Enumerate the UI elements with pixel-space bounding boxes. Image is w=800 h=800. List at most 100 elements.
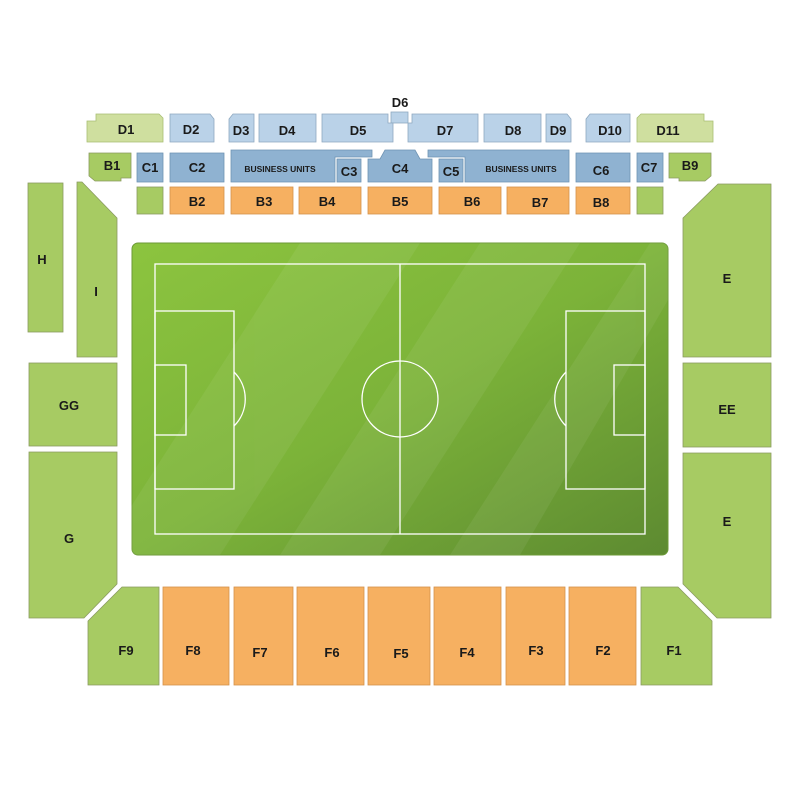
svg-text:C6: C6 [593, 163, 610, 178]
svg-text:D5: D5 [350, 123, 367, 138]
north-upper-tier: D6 D1 D2 D3 D4 D5 D7 D8 [86, 95, 714, 143]
north-lower-tier: B2 B3 B4 B5 B6 B7 B8 [136, 186, 664, 215]
section-f3[interactable]: F3 [505, 586, 566, 686]
section-f9[interactable]: F9 [87, 586, 160, 686]
svg-text:F8: F8 [185, 643, 200, 658]
svg-text:F2: F2 [595, 643, 610, 658]
svg-text:B2: B2 [189, 194, 206, 209]
svg-text:D2: D2 [183, 122, 200, 137]
section-c2[interactable]: C2 [169, 152, 225, 183]
section-d3[interactable]: D3 [228, 113, 255, 143]
section-b1[interactable]: B1 [88, 152, 132, 182]
section-d8[interactable]: D8 [483, 113, 542, 143]
svg-text:E: E [723, 514, 732, 529]
svg-text:D4: D4 [279, 123, 296, 138]
section-d1[interactable]: D1 [86, 113, 164, 143]
section-b2[interactable]: B2 [169, 186, 225, 215]
west-stand: H I GG G [27, 181, 118, 619]
svg-text:BUSINESS UNITS: BUSINESS UNITS [485, 164, 557, 174]
svg-text:D3: D3 [233, 123, 250, 138]
svg-text:F1: F1 [666, 643, 681, 658]
section-c4[interactable]: C4 [367, 149, 433, 183]
svg-text:BUSINESS UNITS: BUSINESS UNITS [244, 164, 316, 174]
svg-text:F5: F5 [393, 646, 408, 661]
section-d5[interactable]: D5 [321, 113, 394, 143]
svg-text:F4: F4 [459, 645, 475, 660]
section-f7[interactable]: F7 [233, 586, 294, 686]
pitch [100, 242, 669, 556]
section-d2[interactable]: D2 [169, 113, 215, 143]
svg-text:C5: C5 [443, 164, 460, 179]
section-corner-nw[interactable] [136, 186, 164, 215]
svg-text:B3: B3 [256, 194, 273, 209]
svg-text:B4: B4 [319, 194, 336, 209]
section-d11[interactable]: D11 [636, 113, 714, 143]
svg-text:D8: D8 [505, 123, 522, 138]
section-e-north[interactable]: E [682, 183, 772, 358]
section-g[interactable]: G [28, 451, 118, 619]
svg-text:EE: EE [718, 402, 736, 417]
section-business-units-west[interactable]: BUSINESS UNITS [230, 149, 373, 183]
section-b4[interactable]: B4 [298, 186, 362, 215]
south-stand: F9 F8 F7 F6 F5 F4 F3 F2 [87, 586, 713, 686]
section-c6[interactable]: C6 [575, 152, 631, 183]
section-c1[interactable]: C1 [136, 152, 164, 183]
section-business-units-east[interactable]: BUSINESS UNITS [427, 149, 570, 183]
svg-text:B1: B1 [104, 158, 121, 173]
svg-text:H: H [37, 252, 46, 267]
section-b7[interactable]: B7 [506, 186, 570, 215]
section-b3[interactable]: B3 [230, 186, 294, 215]
svg-text:B5: B5 [392, 194, 409, 209]
svg-text:C7: C7 [641, 160, 658, 175]
svg-text:GG: GG [59, 398, 79, 413]
section-f8[interactable]: F8 [162, 586, 230, 686]
section-b6[interactable]: B6 [438, 186, 502, 215]
section-f6[interactable]: F6 [296, 586, 365, 686]
svg-text:F6: F6 [324, 645, 339, 660]
svg-text:D1: D1 [118, 122, 135, 137]
section-c3[interactable]: C3 [336, 158, 362, 183]
section-b5[interactable]: B5 [367, 186, 433, 215]
svg-text:B8: B8 [593, 195, 610, 210]
section-f5[interactable]: F5 [367, 586, 431, 686]
north-middle-tier: B1 C1 C2 BUSINESS UNITS C3 C4 C5 BUSINE [88, 149, 712, 183]
svg-text:C2: C2 [189, 160, 206, 175]
section-corner-ne[interactable] [636, 186, 664, 215]
svg-text:G: G [64, 531, 74, 546]
svg-text:D10: D10 [598, 123, 622, 138]
section-d9[interactable]: D9 [545, 113, 572, 143]
section-d10[interactable]: D10 [585, 113, 631, 143]
section-d6[interactable]: D6 [390, 95, 409, 124]
section-c5[interactable]: C5 [438, 158, 464, 183]
svg-text:B9: B9 [682, 158, 699, 173]
section-e-south[interactable]: E [682, 452, 772, 619]
svg-text:D11: D11 [656, 123, 679, 138]
east-stand: E EE E [682, 183, 772, 619]
svg-text:F3: F3 [528, 643, 543, 658]
svg-text:E: E [723, 271, 732, 286]
section-b9[interactable]: B9 [668, 152, 712, 182]
svg-text:C4: C4 [392, 161, 409, 176]
svg-text:B7: B7 [532, 195, 549, 210]
svg-text:I: I [94, 284, 98, 299]
svg-text:D9: D9 [550, 123, 567, 138]
section-d6-label: D6 [392, 95, 409, 110]
svg-text:B6: B6 [464, 194, 481, 209]
section-d7[interactable]: D7 [407, 113, 479, 143]
pitch-markings [154, 263, 646, 535]
svg-text:F9: F9 [118, 643, 133, 658]
section-f1[interactable]: F1 [640, 586, 713, 686]
svg-text:F7: F7 [252, 645, 267, 660]
svg-text:C3: C3 [341, 164, 358, 179]
section-h[interactable]: H [27, 182, 64, 333]
section-ee[interactable]: EE [682, 362, 772, 448]
section-f4[interactable]: F4 [433, 586, 502, 686]
section-f2[interactable]: F2 [568, 586, 637, 686]
section-b8[interactable]: B8 [575, 186, 631, 215]
svg-text:C1: C1 [142, 160, 159, 175]
section-i[interactable]: I [76, 181, 118, 358]
section-gg[interactable]: GG [28, 362, 118, 447]
section-d4[interactable]: D4 [258, 113, 317, 143]
section-c7[interactable]: C7 [636, 152, 664, 183]
